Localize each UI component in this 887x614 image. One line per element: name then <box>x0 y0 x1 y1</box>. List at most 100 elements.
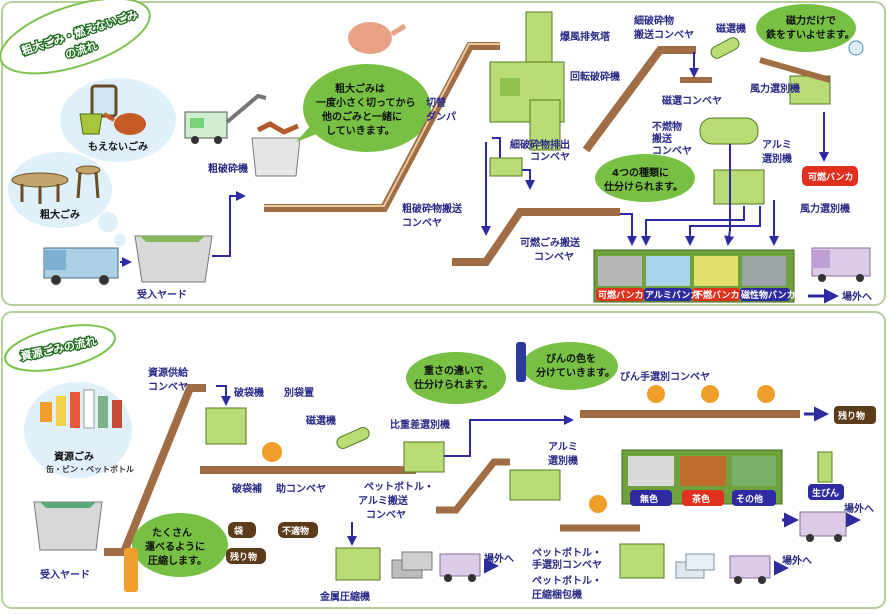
conveyor-coarse-up <box>264 42 500 212</box>
label-alumi-top-2: 選別機 <box>762 152 792 165</box>
bubble3-line1: たくさん <box>152 527 192 539</box>
label-pet-te-1: ペットボトル・ <box>532 546 602 559</box>
magnet-separator-bottom <box>336 427 370 449</box>
label-kyokyu-1: 資源供給 <box>148 366 189 379</box>
bin-badge-1 <box>630 490 672 506</box>
wind-separator-2 <box>713 169 765 205</box>
label-jisen-bottom: 磁選機 <box>306 414 336 427</box>
label-bunker-1: 可燃バンカ <box>598 289 643 301</box>
label-alumi-bottom-1: アルミ <box>548 441 578 453</box>
purple-truck-top <box>811 247 871 282</box>
nokori-badge-2 <box>226 548 266 564</box>
bubble1-line2: 一度小さく切ってから <box>316 96 416 109</box>
label-kaiten: 回転破砕機 <box>570 70 620 83</box>
label-shigen-gomi: 資源ごみ <box>54 450 94 463</box>
bubble-weight-line1: 重さの違いで <box>424 364 484 377</box>
label-namabin: 生びん <box>812 487 839 499</box>
label-fukuro: 袋 <box>233 525 244 537</box>
bunker-badge-2 <box>644 288 692 301</box>
receiving-yard-bottom <box>33 501 103 551</box>
nokori-badge-1 <box>834 406 876 424</box>
label-sodai: 粗大ごみ <box>40 208 80 221</box>
bunker-badge-4 <box>740 288 790 301</box>
bubble-weight-line2: 仕分けられます。 <box>413 378 493 391</box>
top-panel <box>1 1 886 306</box>
label-ukeire-bottom: 受入ヤード <box>40 568 90 581</box>
label-jo-conv: 助コンベヤ <box>276 482 326 495</box>
label-alumi-bottom-2: 選別機 <box>548 454 578 467</box>
rotary-crusher <box>489 11 565 151</box>
label-bunker-3: 不燃バンカ <box>694 289 739 301</box>
label-hataiho: 破袋補 <box>232 482 262 495</box>
label-pet-alumi-3: コンベヤ <box>366 509 406 521</box>
label-bin-3: その他 <box>736 493 763 505</box>
label-jogai-1: 場外へ <box>484 552 514 565</box>
bubble-mag-line2: 鉄をすいよせます。 <box>766 28 855 41</box>
bucket-icon <box>79 113 103 135</box>
label-bin-1: 無色 <box>640 493 658 505</box>
label-jisen-top: 磁選機 <box>716 22 746 35</box>
label-bakufu: 爆風排気塔 <box>560 30 611 43</box>
namabin-badge <box>808 484 844 500</box>
conveyor-pet-alumi <box>436 458 510 514</box>
bubble-color-line1: びんの色を <box>546 352 596 365</box>
label-fuuryoku1: 風力選別機 <box>750 82 800 95</box>
bubble3-line2: 運べるように <box>145 541 205 553</box>
discharge-conveyor-box <box>489 157 523 177</box>
bin-badge-3 <box>732 490 776 506</box>
kanen-bunker-badge <box>802 166 858 186</box>
mascot-icon <box>848 40 864 56</box>
label-sohasai-conv-1: 粗破砕物搬送 <box>402 202 463 215</box>
label-funen-conv-3: コンベヤ <box>652 145 692 157</box>
coarse-crusher <box>184 93 301 177</box>
bubble1-line4: していきます。 <box>326 125 395 137</box>
teapot-icon <box>114 113 146 135</box>
worker-icon-1 <box>262 442 282 462</box>
label-pet-alumi-2: アルミ搬送 <box>358 494 409 507</box>
label-fuuryoku2: 風力選別機 <box>800 202 850 215</box>
bubble-sodai-info: 粗大ごみは 一度小さく切ってから 他のごみと一緒に していきます。 <box>296 64 431 152</box>
label-jogai-3: 場外へ <box>844 502 874 515</box>
bubble1-line3: 他のごみと一緒に <box>321 110 402 123</box>
label-funen-conv-2: 搬送 <box>652 132 673 145</box>
label-haishutsu-2: コンベヤ <box>530 151 570 163</box>
magnet-separator <box>710 37 740 59</box>
label-hijuu: 比重差選別機 <box>390 418 450 431</box>
garbage-truck-icon <box>43 247 119 285</box>
bubble4-line2: 仕分けられます。 <box>603 180 683 193</box>
teapot-top-icon <box>348 22 407 54</box>
pet-press <box>619 543 665 579</box>
label-betsu: 別袋置 <box>283 386 314 399</box>
label-shigen-sub: 缶・ビン・ペットボトル <box>46 464 134 474</box>
compressed-blocks-icon <box>391 551 433 579</box>
bottle-icon-3 <box>83 389 95 429</box>
futekibutsu-badge <box>278 522 318 538</box>
bubble1-line1: 粗大ごみは <box>335 82 385 95</box>
worker-icon-3 <box>701 385 719 403</box>
worker-icon-5 <box>589 495 607 513</box>
bubble-magnet-info: 磁力だけで 鉄をすいよせます。 <box>756 4 864 56</box>
label-bunker-2: アルミバンカ <box>645 290 699 301</box>
label-bunker-4: 磁性物バンカ <box>741 289 795 301</box>
label-kirikae-2: ダンパ <box>426 110 456 123</box>
label-ukeire-top: 受入ヤード <box>137 288 187 301</box>
can-icon <box>40 402 52 422</box>
purple-truck-bottom-2 <box>439 553 481 582</box>
bubble3-line3: 圧縮します。 <box>148 554 207 567</box>
worker-icon-2 <box>647 385 665 403</box>
bottle-icon-4 <box>98 396 108 428</box>
label-jisen-conv: 磁選コンベヤ <box>662 94 722 107</box>
bottle-mascot-icon <box>516 342 526 382</box>
worker-icon-4 <box>757 385 775 403</box>
fukuro-badge <box>228 522 256 538</box>
bubble-color-line2: 分けていきます。 <box>536 366 615 379</box>
label-saihasai-1: 細破砕物 <box>634 14 674 27</box>
bubble-compress: たくさん 運べるように 圧縮します。 <box>124 513 228 592</box>
stool-icon <box>75 165 101 175</box>
label-jogai-top: 場外へ <box>842 290 872 303</box>
label-moenai: もえないごみ <box>88 140 148 153</box>
label-saihasai-2: 搬送コンベヤ <box>634 28 694 41</box>
label-kanen-conv-2: コンベヤ <box>534 251 574 263</box>
